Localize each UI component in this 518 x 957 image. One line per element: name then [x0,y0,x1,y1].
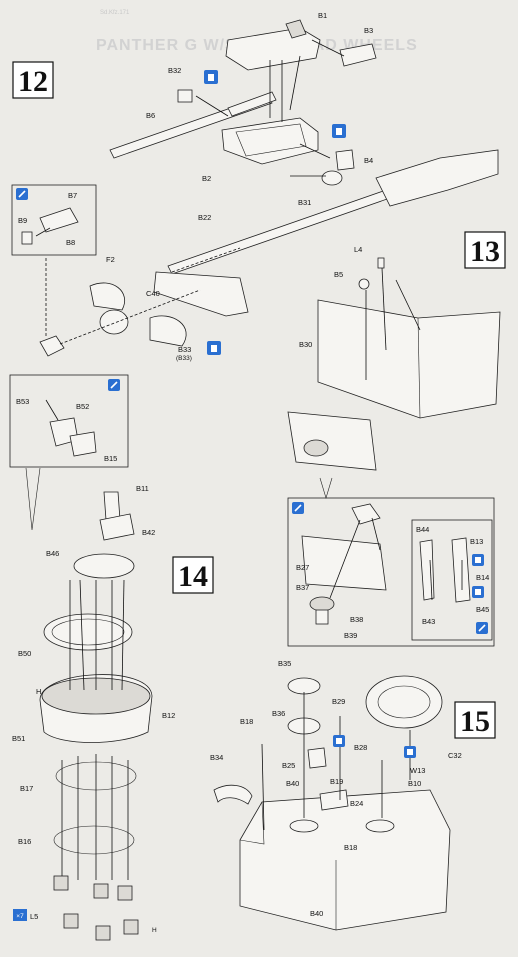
label-H: H [36,687,41,696]
step-12-drawing [109,19,377,186]
inset-b7 [11,184,97,256]
step-15-drawing [213,675,451,931]
page-header-subtitle: Sd.Kfz.171 [100,10,130,16]
label-B29: B29 [332,697,345,706]
step-13-drawing [287,257,501,471]
cement-icon [204,70,218,84]
step-13-inset [287,477,495,647]
step-15-number: 15 [460,705,490,738]
label-B8: B8 [66,238,75,247]
label-B16: B16 [18,837,31,846]
label-B3: B3 [364,26,373,35]
label-B6: B6 [146,111,155,120]
label-C40: C40 [146,289,160,298]
label-B13: B13 [470,537,483,546]
gun-sight-part [39,335,65,357]
label-B40-lower: B40 [310,909,323,918]
label-B18: B18 [240,717,253,726]
cement-icon [332,124,346,138]
cement-icon [207,341,221,355]
ref-label-H: H [152,927,157,934]
paint-icon [16,188,28,200]
label-B11: B11 [136,484,149,493]
step-14-inset [9,374,129,531]
label-B2: B2 [202,174,211,183]
label-B25: B25 [282,761,295,770]
label-B14: B14 [476,573,489,582]
label-B28: B28 [354,743,367,752]
label-B19: B19 [330,777,343,786]
label-B53: B53 [16,397,29,406]
label-B17: B17 [20,784,33,793]
cement-icon [404,746,416,758]
cement-icon [472,586,484,598]
paint-icon [476,622,488,634]
paint-icon [108,379,120,391]
label-B9: B9 [18,216,27,225]
label-B45: B45 [476,605,489,614]
label-B1: B1 [318,11,327,20]
label-B44: B44 [416,525,429,534]
step-12-barrel-assembly [59,149,499,347]
label-B33-alt: (B33) [176,355,192,362]
label-B46: B46 [46,549,59,558]
label-B43: B43 [422,617,435,626]
label-B38: B38 [350,615,363,624]
cement-icon [333,735,345,747]
label-B40: B40 [286,779,299,788]
label-B39: B39 [344,631,357,640]
label-B18-lower: B18 [344,843,357,852]
multiplier-text: ×7 [16,913,24,920]
step-12-number: 12 [18,65,48,98]
step-14-number: 14 [178,560,208,593]
step-12-box: 12 [12,61,54,99]
label-B7: B7 [68,191,77,200]
multiplier-badge [13,909,27,921]
label-L5: L5 [30,912,38,921]
label-B52: B52 [76,402,89,411]
cement-icon [472,554,484,566]
label-B30: B30 [299,340,312,349]
label-B10: B10 [408,779,421,788]
label-B34: B34 [210,753,223,762]
label-B42: B42 [142,528,155,537]
step-15-box: 15 [454,701,496,739]
label-B15: B15 [104,454,117,463]
label-B50: B50 [18,649,31,658]
label-B32: B32 [168,66,181,75]
label-L4: L4 [354,245,362,254]
label-B51: B51 [12,734,25,743]
label-B35: B35 [278,659,291,668]
paint-icon [292,502,304,514]
label-B37: B37 [296,583,309,592]
step-14-drawing [39,491,153,941]
label-B33: B33 [178,345,191,354]
label-B4: B4 [364,156,373,165]
step-13-number: 13 [470,235,500,268]
label-C32: C32 [448,751,462,760]
step-14-box: 14 [172,556,214,594]
step-13-box: 13 [464,231,506,269]
label-B24: B24 [350,799,363,808]
label-B27: B27 [296,563,309,572]
label-B5: B5 [334,270,343,279]
label-B22: B22 [198,213,211,222]
label-B36: B36 [272,709,285,718]
label-W13: W13 [410,766,425,775]
label-F2: F2 [106,255,115,264]
label-B31: B31 [298,198,311,207]
label-B12: B12 [162,711,175,720]
